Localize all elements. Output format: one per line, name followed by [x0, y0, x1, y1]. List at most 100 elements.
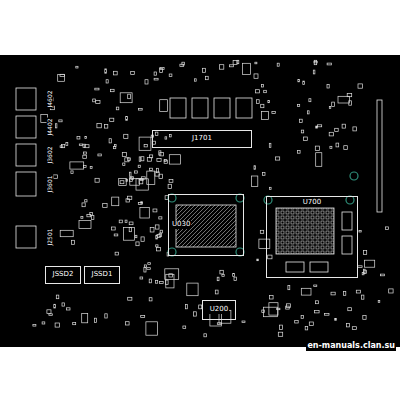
connector-label-text: J2501: [47, 227, 54, 246]
smd-component: [261, 104, 264, 107]
smd-component: [155, 225, 159, 229]
smd-component: [147, 268, 151, 270]
smd-component: [362, 295, 364, 299]
connector-label-text: J4602: [47, 89, 54, 108]
smd-component: [146, 322, 158, 335]
smd-component: [262, 172, 265, 175]
smd-component: [298, 151, 301, 154]
smd-component: [220, 65, 224, 70]
smd-component: [140, 208, 149, 218]
mounting-hole: [236, 194, 244, 202]
gpu-package: U700: [266, 196, 358, 278]
smd-component: [105, 124, 108, 128]
smd-component: [115, 252, 118, 255]
smd-component: [347, 324, 350, 327]
smd-component: [139, 137, 151, 150]
smd-component: [220, 270, 223, 274]
smd-component: [363, 251, 366, 255]
smd-component: [298, 80, 300, 82]
smd-component: [358, 84, 362, 88]
vram-chip: [342, 236, 352, 254]
smd-component: [301, 316, 304, 319]
smd-component: [98, 154, 101, 156]
smd-component: [169, 155, 180, 164]
smd-component: [159, 174, 163, 178]
smd-component: [114, 234, 118, 236]
smd-component: [286, 304, 290, 308]
smd-component: [336, 143, 339, 147]
smd-component: [182, 62, 185, 65]
port-connector: [16, 116, 36, 138]
smd-component: [344, 291, 346, 295]
smd-component: [237, 60, 239, 63]
port-connector: [16, 226, 36, 248]
smd-component: [81, 216, 83, 218]
smd-component: [195, 79, 197, 81]
part-label: JSSD2: [52, 271, 75, 279]
smd-component: [77, 136, 80, 139]
ssd-connector: JSSD2: [45, 266, 81, 284]
smd-component: [55, 323, 59, 327]
smd-component: [205, 76, 208, 79]
smd-component: [128, 297, 132, 300]
smd-component: [279, 325, 282, 329]
smd-component: [183, 326, 186, 329]
smd-component: [135, 171, 138, 173]
smd-component: [159, 233, 162, 237]
smd-component: [254, 74, 258, 78]
smd-component: [180, 64, 184, 66]
mounting-hole: [168, 248, 176, 256]
smd-component: [139, 180, 143, 184]
cpu-package: U030: [168, 194, 244, 256]
smd-component: [124, 227, 135, 240]
smd-component: [342, 124, 346, 128]
smd-component: [160, 230, 163, 233]
smd-component: [338, 96, 350, 103]
smd-component: [301, 130, 303, 133]
smd-component: [33, 324, 36, 326]
smd-component: [84, 152, 87, 154]
smd-component: [124, 134, 128, 138]
smd-component: [156, 281, 158, 284]
smd-component: [148, 263, 151, 265]
smd-component: [82, 203, 85, 207]
smd-component: [154, 78, 158, 80]
smd-component: [256, 90, 260, 93]
smd-component: [110, 118, 114, 121]
smd-component: [122, 153, 126, 157]
gpu-ball-grid: [276, 208, 334, 254]
smd-component: [112, 197, 119, 206]
smd-component: [364, 260, 374, 267]
smd-component: [54, 175, 58, 178]
smd-component: [268, 255, 272, 259]
smd-component: [60, 230, 73, 236]
smd-component: [316, 153, 322, 167]
smd-component: [126, 322, 130, 325]
vram-chip: [310, 262, 328, 272]
smd-component: [138, 165, 140, 167]
smd-component: [59, 120, 62, 122]
connector-label-text: J3602: [47, 145, 54, 164]
smd-component: [194, 312, 197, 316]
smd-component: [138, 202, 142, 204]
smd-component: [335, 318, 337, 320]
smd-component: [103, 204, 107, 208]
smd-component: [257, 259, 259, 261]
smd-component: [186, 305, 188, 309]
smd-component: [113, 71, 117, 75]
smd-component: [85, 200, 87, 202]
smd-component: [83, 144, 86, 147]
smd-component: [272, 112, 275, 114]
smd-component: [204, 334, 207, 337]
connector-label: J3602: [38, 145, 56, 164]
smd-component: [314, 61, 317, 63]
smd-component: [47, 310, 51, 314]
smd-component: [378, 301, 380, 303]
smd-component: [85, 137, 87, 139]
smd-component: [335, 128, 339, 131]
smd-component: [60, 146, 63, 148]
smd-component: [145, 80, 148, 84]
smd-component: [260, 230, 263, 233]
memory-chip: [214, 98, 230, 118]
